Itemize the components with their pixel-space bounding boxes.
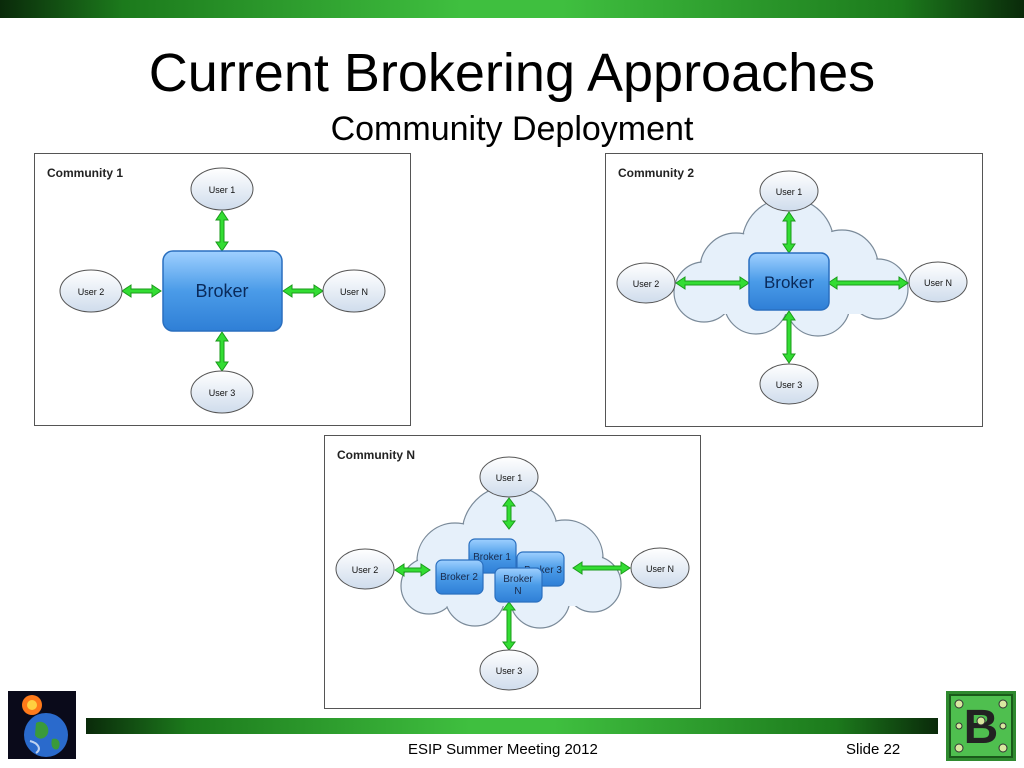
broker-label: Broker: [195, 281, 248, 301]
arrow-brokers-user3: [502, 601, 516, 651]
user2-label: User 2: [352, 565, 379, 575]
user1-label: User 1: [776, 187, 803, 197]
user2-label: User 2: [633, 279, 660, 289]
user3-label: User 3: [209, 388, 236, 398]
broker-n-label-line1: Broker: [503, 574, 533, 585]
arrow-user1-brokers: [502, 497, 516, 530]
slide-subtitle: Community Deployment: [330, 110, 694, 148]
arrow-brokers-usern: [572, 561, 631, 575]
community-2-label: Community 2: [618, 166, 695, 180]
broker-2-box: [435, 559, 484, 595]
usern-label: User N: [340, 287, 368, 297]
user2-node: [59, 269, 123, 313]
broker-box: [748, 252, 830, 311]
usern-node: [322, 269, 386, 313]
community-2-panel: Community 2: [605, 153, 983, 427]
user1-label: User 1: [496, 473, 523, 483]
community-1-label: Community 1: [47, 166, 124, 180]
footer-slide-number: Slide 22: [846, 741, 901, 758]
arrow-user2-brokers: [394, 563, 431, 577]
earth-logo-icon: [8, 691, 76, 759]
user2-node: [616, 262, 676, 304]
user1-node: [479, 456, 539, 498]
arrow-user2-broker: [121, 284, 162, 298]
user2-node: [335, 548, 395, 590]
broker-n-label-line2: N: [514, 586, 521, 597]
broker-2-label: Broker 2: [440, 572, 478, 583]
arrow-broker-usern: [282, 284, 324, 298]
footer-event: ESIP Summer Meeting 2012: [408, 741, 598, 758]
community-1-panel: Community 1 Broker User 1 User 2 User N …: [34, 153, 411, 426]
arrow-broker-usern: [827, 276, 909, 290]
user3-node: [190, 370, 254, 414]
broker-label: Broker: [764, 273, 814, 292]
arrow-broker-user3: [215, 331, 229, 372]
user1-node: [190, 167, 254, 211]
user2-label: User 2: [78, 287, 105, 297]
user3-label: User 3: [496, 666, 523, 676]
usern-label: User N: [646, 564, 674, 574]
arrow-user1-broker: [215, 210, 229, 252]
community-n-diagram: Broker 1 Broker 3 Broker 2 Broker N User…: [335, 456, 690, 691]
user1-label: User 1: [209, 185, 236, 195]
user1-node: [759, 170, 819, 212]
community-n-panel: Community N: [324, 435, 701, 709]
broker-n-box: [494, 567, 543, 603]
community-2-diagram: Broker User 1 User 2 User N User 3: [616, 170, 968, 405]
top-green-bar: [0, 0, 1024, 18]
usern-label: User N: [924, 278, 952, 288]
broker-3-label: Broker 3: [524, 565, 562, 576]
community-n-label: Community N: [337, 448, 415, 462]
user3-node: [479, 649, 539, 691]
usern-node: [908, 261, 968, 303]
arrow-broker-user3: [782, 310, 796, 364]
user3-label: User 3: [776, 380, 803, 390]
bottom-green-bar: [86, 718, 938, 734]
user3-node: [759, 363, 819, 405]
broker-1-label: Broker 1: [473, 552, 511, 563]
usern-node: [630, 547, 690, 589]
circuit-b-logo-icon: B: [946, 691, 1016, 761]
svg-text:B: B: [964, 701, 999, 754]
broker-box: [162, 250, 283, 332]
community-1-diagram: Broker User 1 User 2 User N User 3: [59, 167, 386, 414]
slide-title: Current Brokering Approaches: [148, 43, 876, 103]
